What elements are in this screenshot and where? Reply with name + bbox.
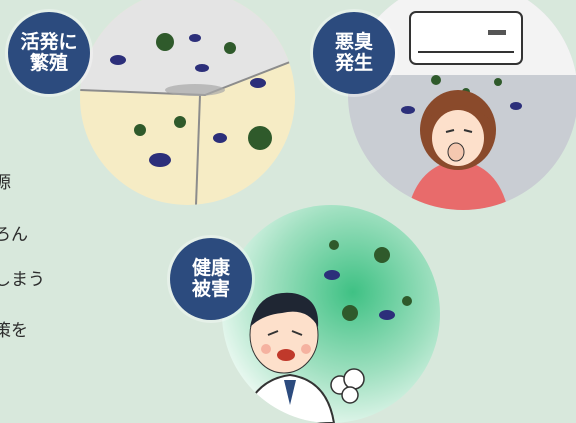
badge-odor-line-1: 悪臭	[334, 31, 373, 53]
badge-mold-line-2: 繁殖	[29, 52, 68, 74]
badge-mold-line-1: 活発に	[20, 31, 78, 53]
badge-health-line-1: 健康	[191, 257, 230, 279]
mold-scene-graphic	[80, 0, 295, 205]
cough-puff-icon	[330, 368, 365, 404]
badge-odor: 悪臭 発生	[313, 12, 395, 94]
side-text-line-2: ろん	[0, 225, 28, 245]
man-icon	[240, 292, 336, 423]
side-text-line-4: 策を	[0, 321, 28, 341]
badge-mold: 活発に 繁殖	[8, 12, 90, 94]
health-scene-graphic	[240, 240, 412, 423]
health-scene	[222, 205, 440, 423]
side-text-line-1: 源	[0, 173, 11, 193]
mold-scene	[80, 0, 295, 205]
virus-icon	[134, 33, 272, 150]
air-conditioner-icon	[409, 11, 523, 65]
side-text-line-3: しまう	[0, 270, 45, 290]
badge-health: 健康 被害	[170, 238, 252, 320]
badge-odor-line-2: 発生	[334, 52, 373, 74]
woman-icon	[408, 90, 508, 210]
badge-health-line-2: 被害	[191, 278, 230, 300]
